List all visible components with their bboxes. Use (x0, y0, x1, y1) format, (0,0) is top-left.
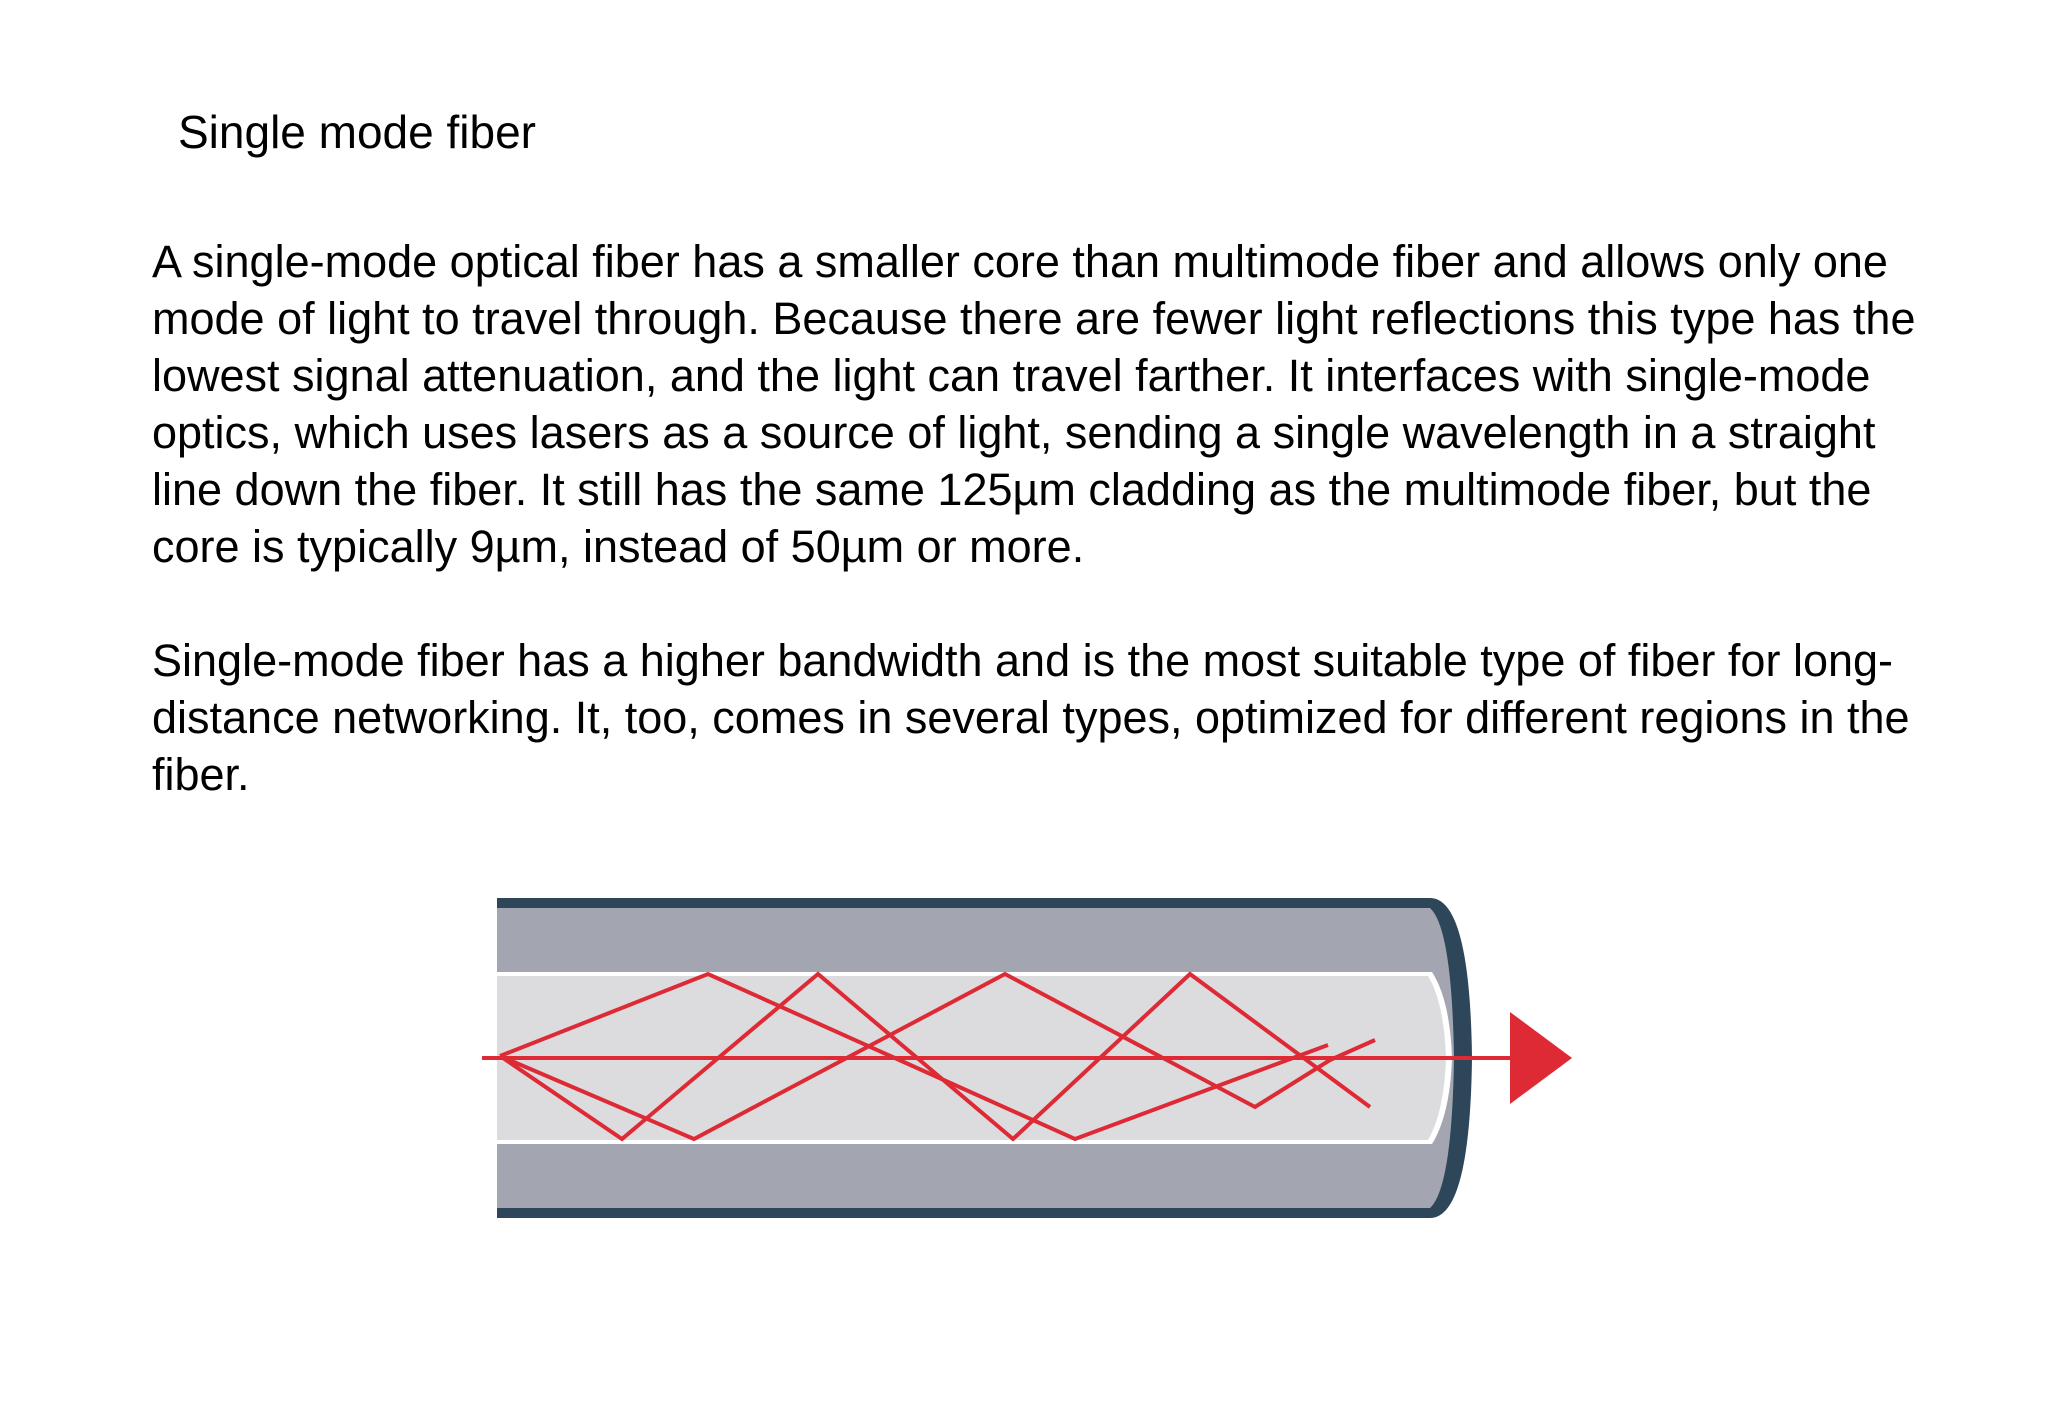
paragraph-bandwidth-description: Single-mode fiber has a higher bandwidth… (152, 632, 2032, 803)
fiber-cable-illustration (482, 898, 1572, 1218)
paragraph-line: A single-mode optical fiber has a smalle… (152, 236, 1888, 287)
paragraph-line: line down the fiber. It still has the sa… (152, 464, 1872, 515)
paragraph-line: fiber. (152, 749, 250, 800)
paragraph-line: distance networking. It, too, comes in s… (152, 692, 1910, 743)
paragraph-line: mode of light to travel through. Because… (152, 293, 1916, 344)
paragraph-line: lowest signal attenuation, and the light… (152, 350, 1871, 401)
paragraph-line: Single-mode fiber has a higher bandwidth… (152, 635, 1894, 686)
paragraph-line: optics, which uses lasers as a source of… (152, 407, 1876, 458)
slide-title: Single mode fiber (178, 106, 536, 158)
light-ray-arrow-icon (1510, 1012, 1572, 1104)
fiber-diagram (470, 880, 1590, 1240)
paragraph-line: core is typically 9µm, instead of 50µm o… (152, 521, 1085, 572)
paragraph-single-mode-description: A single-mode optical fiber has a smalle… (152, 233, 2032, 575)
